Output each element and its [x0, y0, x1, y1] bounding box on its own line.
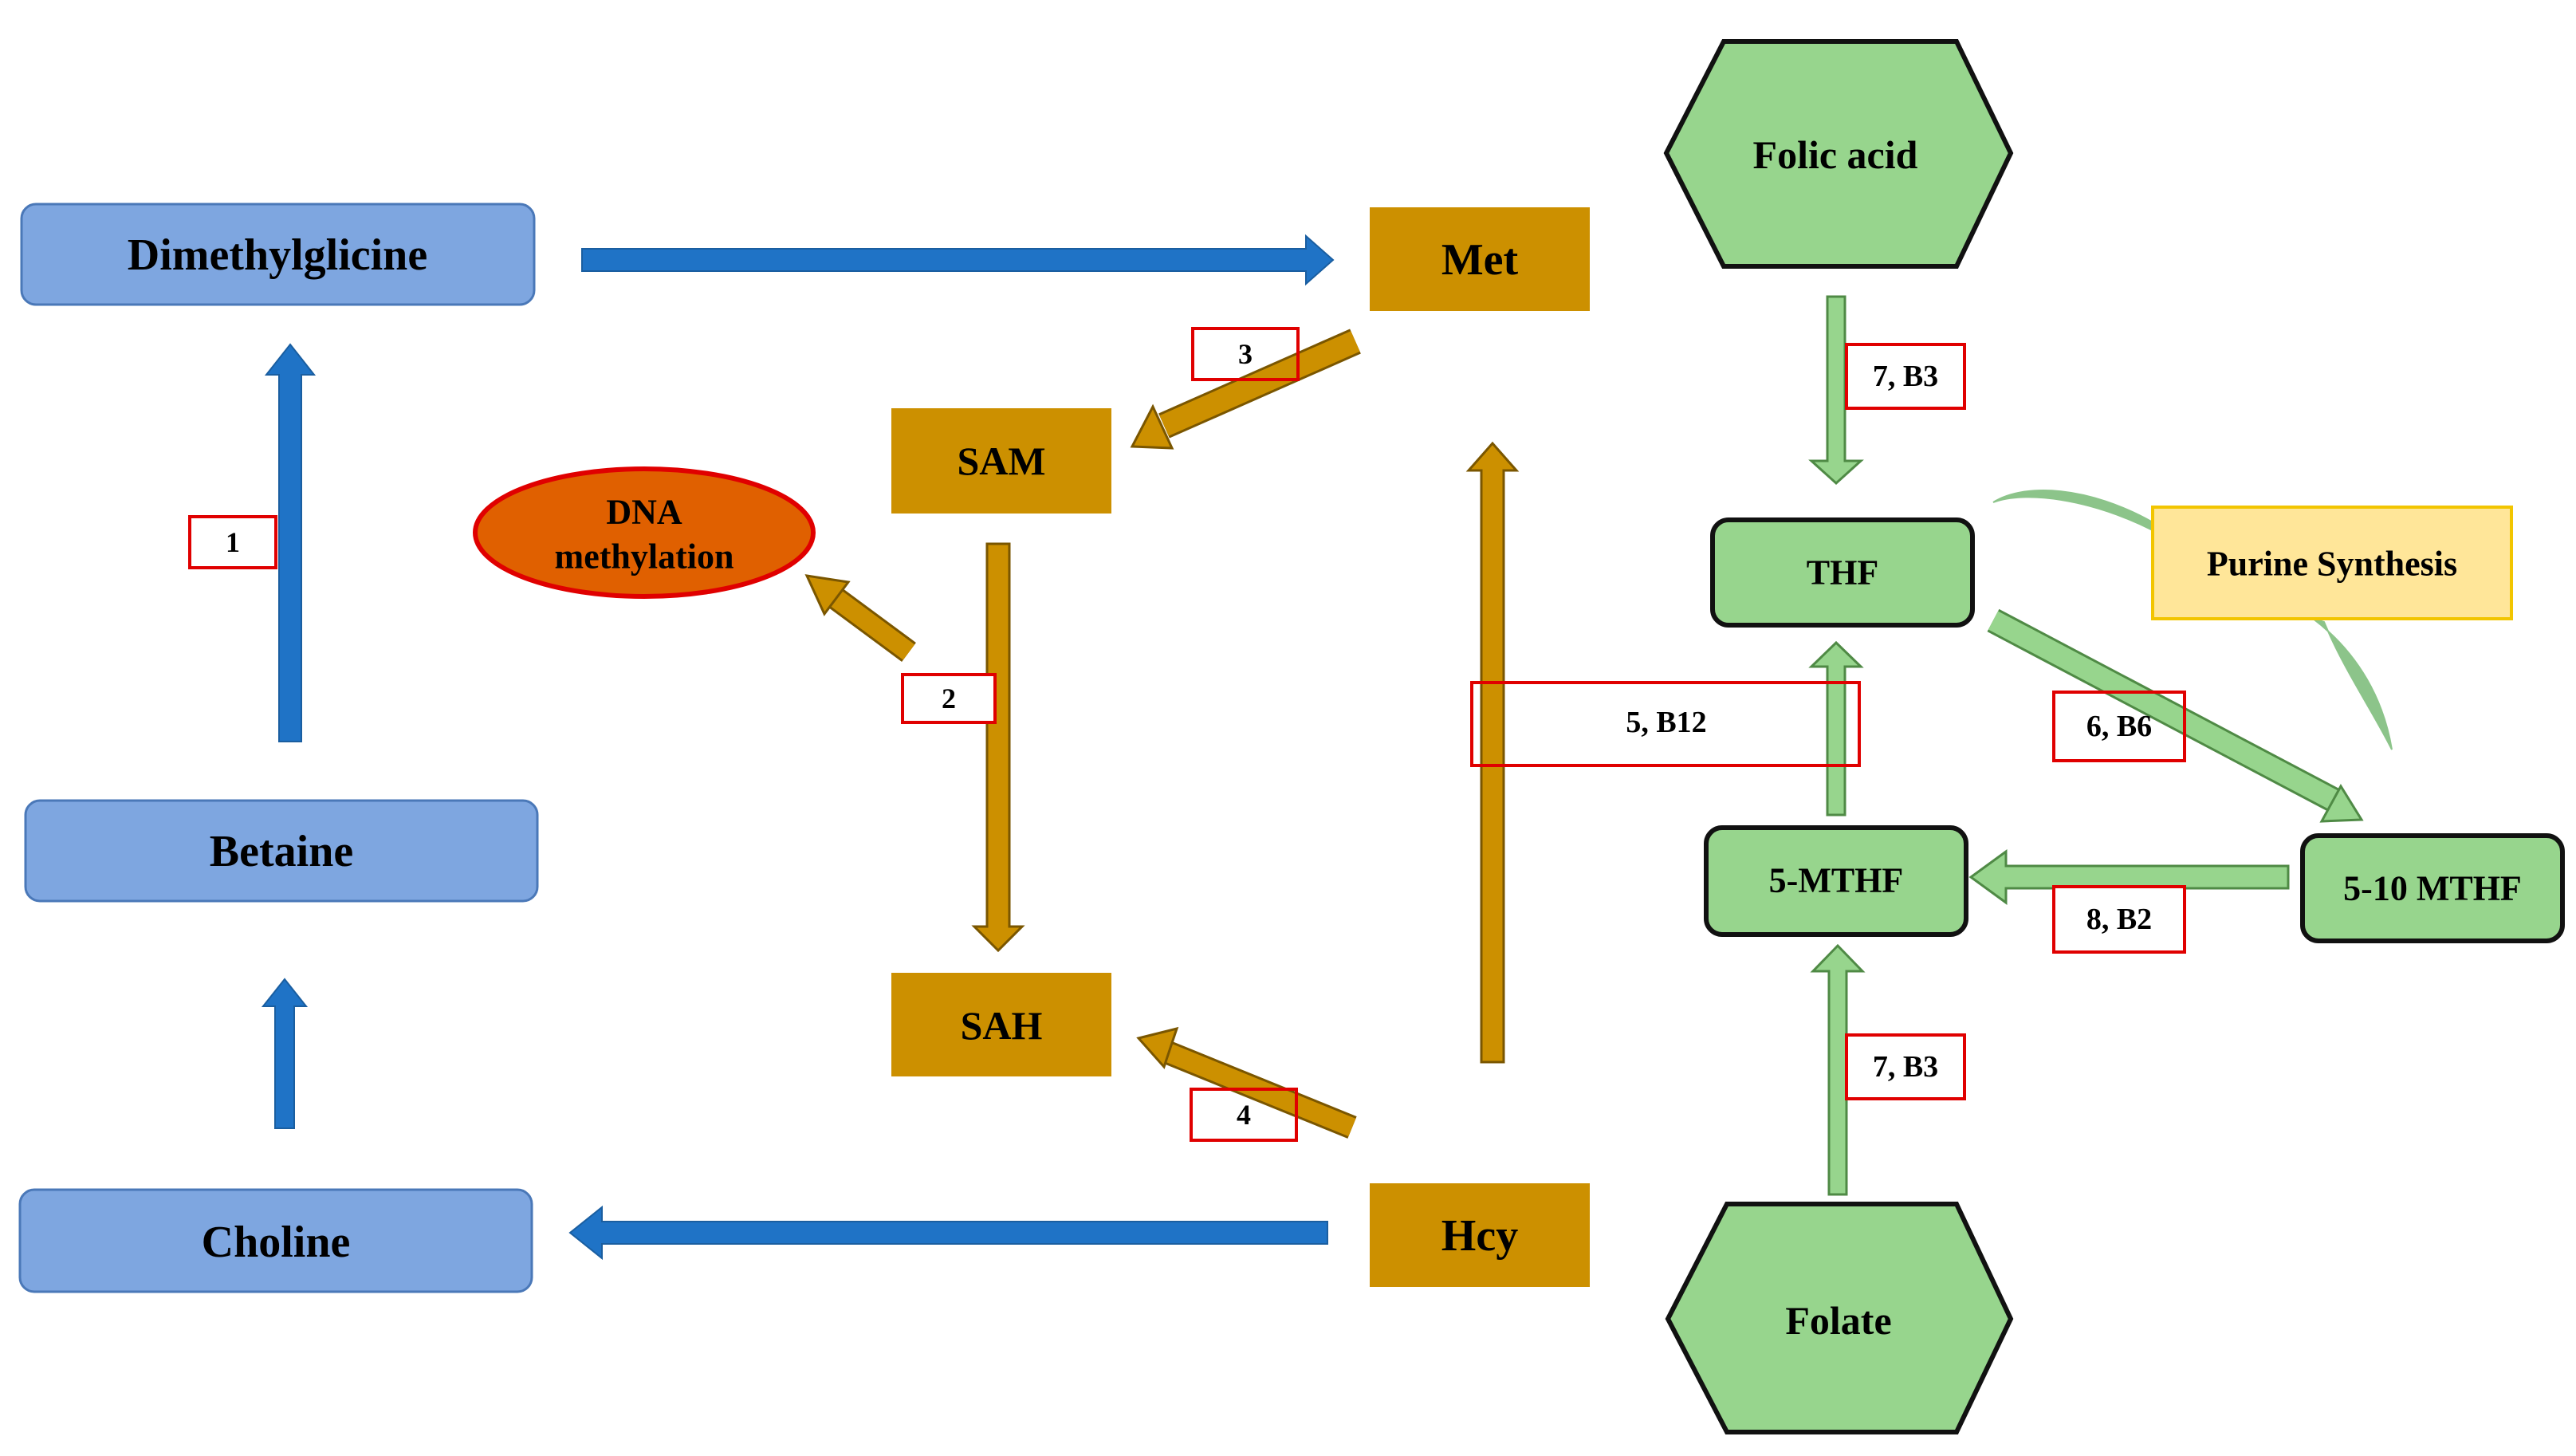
arrow-5mthf-to-thf: [1808, 640, 1864, 817]
five-mthf-label: 5-MTHF: [1769, 861, 1904, 900]
five-ten-mthf-label: 5-10 MTHF: [2343, 869, 2522, 908]
dna-methylation-label-line1: DNA: [606, 493, 682, 532]
met-label: Met: [1441, 235, 1519, 285]
purine-callout-tail-upper: [1992, 490, 2153, 532]
label-box-1: [188, 515, 277, 569]
met-box: [1370, 207, 1590, 311]
sah-box: [891, 973, 1111, 1076]
arrow-folic-acid-to-thf: [1808, 295, 1864, 486]
label-box-5: [1470, 681, 1861, 767]
arrow-thf-to-5-10mthf: [1987, 608, 2364, 823]
label-2: 2: [942, 683, 956, 714]
purine-callout-tail-lower: [2311, 617, 2393, 750]
dimethylglicine-box: [20, 203, 536, 306]
sam-label: SAM: [957, 439, 1045, 483]
label-5: 5, B12: [1626, 706, 1706, 739]
thf-label: THF: [1807, 553, 1878, 592]
folic-acid-hexagon: [1663, 39, 2014, 269]
betaine-label: Betaine: [210, 827, 353, 876]
purine-synthesis-label: Purine Synthesis: [2207, 545, 2457, 584]
choline-box: [18, 1188, 533, 1293]
sah-label: SAH: [961, 1003, 1043, 1048]
label-box-7b: [1845, 1033, 1966, 1100]
arrow-choline-to-betaine: [261, 978, 309, 1129]
sam-box: [891, 408, 1111, 514]
label-box-4: [1190, 1088, 1298, 1142]
arrow-to-dna-methylation: [804, 574, 916, 663]
label-box-6: [2052, 691, 2186, 762]
label-box-3: [1191, 327, 1300, 381]
arrow-hcy-to-met: [1465, 441, 1520, 1064]
five-ten-mthf-box: [2300, 833, 2565, 943]
label-box-8: [2052, 885, 2186, 954]
arrow-betaine-to-dimethylglicine: [264, 343, 317, 742]
folate-hexagon: [1665, 1202, 2014, 1434]
label-4: 4: [1237, 1099, 1251, 1131]
hcy-box: [1370, 1183, 1590, 1287]
label-1: 1: [226, 526, 240, 558]
arrow-sam-to-sah: [971, 542, 1025, 953]
dimethylglicine-label: Dimethylglicine: [128, 230, 427, 280]
label-3: 3: [1238, 338, 1253, 370]
thf-box: [1710, 517, 1975, 628]
choline-label: Choline: [202, 1218, 351, 1267]
betaine-box: [24, 799, 539, 903]
arrow-met-to-sam-shape: [1130, 329, 1361, 450]
folate-label: Folate: [1785, 1298, 1891, 1343]
folic-acid-label: Folic acid: [1753, 132, 1918, 177]
label-8: 8, B2: [2086, 903, 2152, 936]
arrow-folate-to-5mthf: [1810, 943, 1866, 1196]
label-box-7a: [1845, 343, 1966, 410]
label-7a: 7, B3: [1873, 360, 1938, 393]
label-6: 6, B6: [2086, 710, 2152, 743]
arrow-5-10mthf-to-5mthf: [1968, 849, 2290, 905]
label-7b: 7, B3: [1873, 1050, 1938, 1084]
purine-synthesis-box: [2151, 506, 2513, 620]
label-box-2: [901, 673, 997, 724]
arrow-dimethylglicine-to-met: [581, 234, 1335, 286]
five-mthf-box: [1704, 825, 1968, 937]
dna-methylation-ellipse: [473, 466, 816, 599]
dna-methylation-label-line2: methylation: [555, 537, 734, 576]
arrow-hcy-to-choline: [568, 1205, 1328, 1261]
hcy-label: Hcy: [1441, 1211, 1518, 1261]
